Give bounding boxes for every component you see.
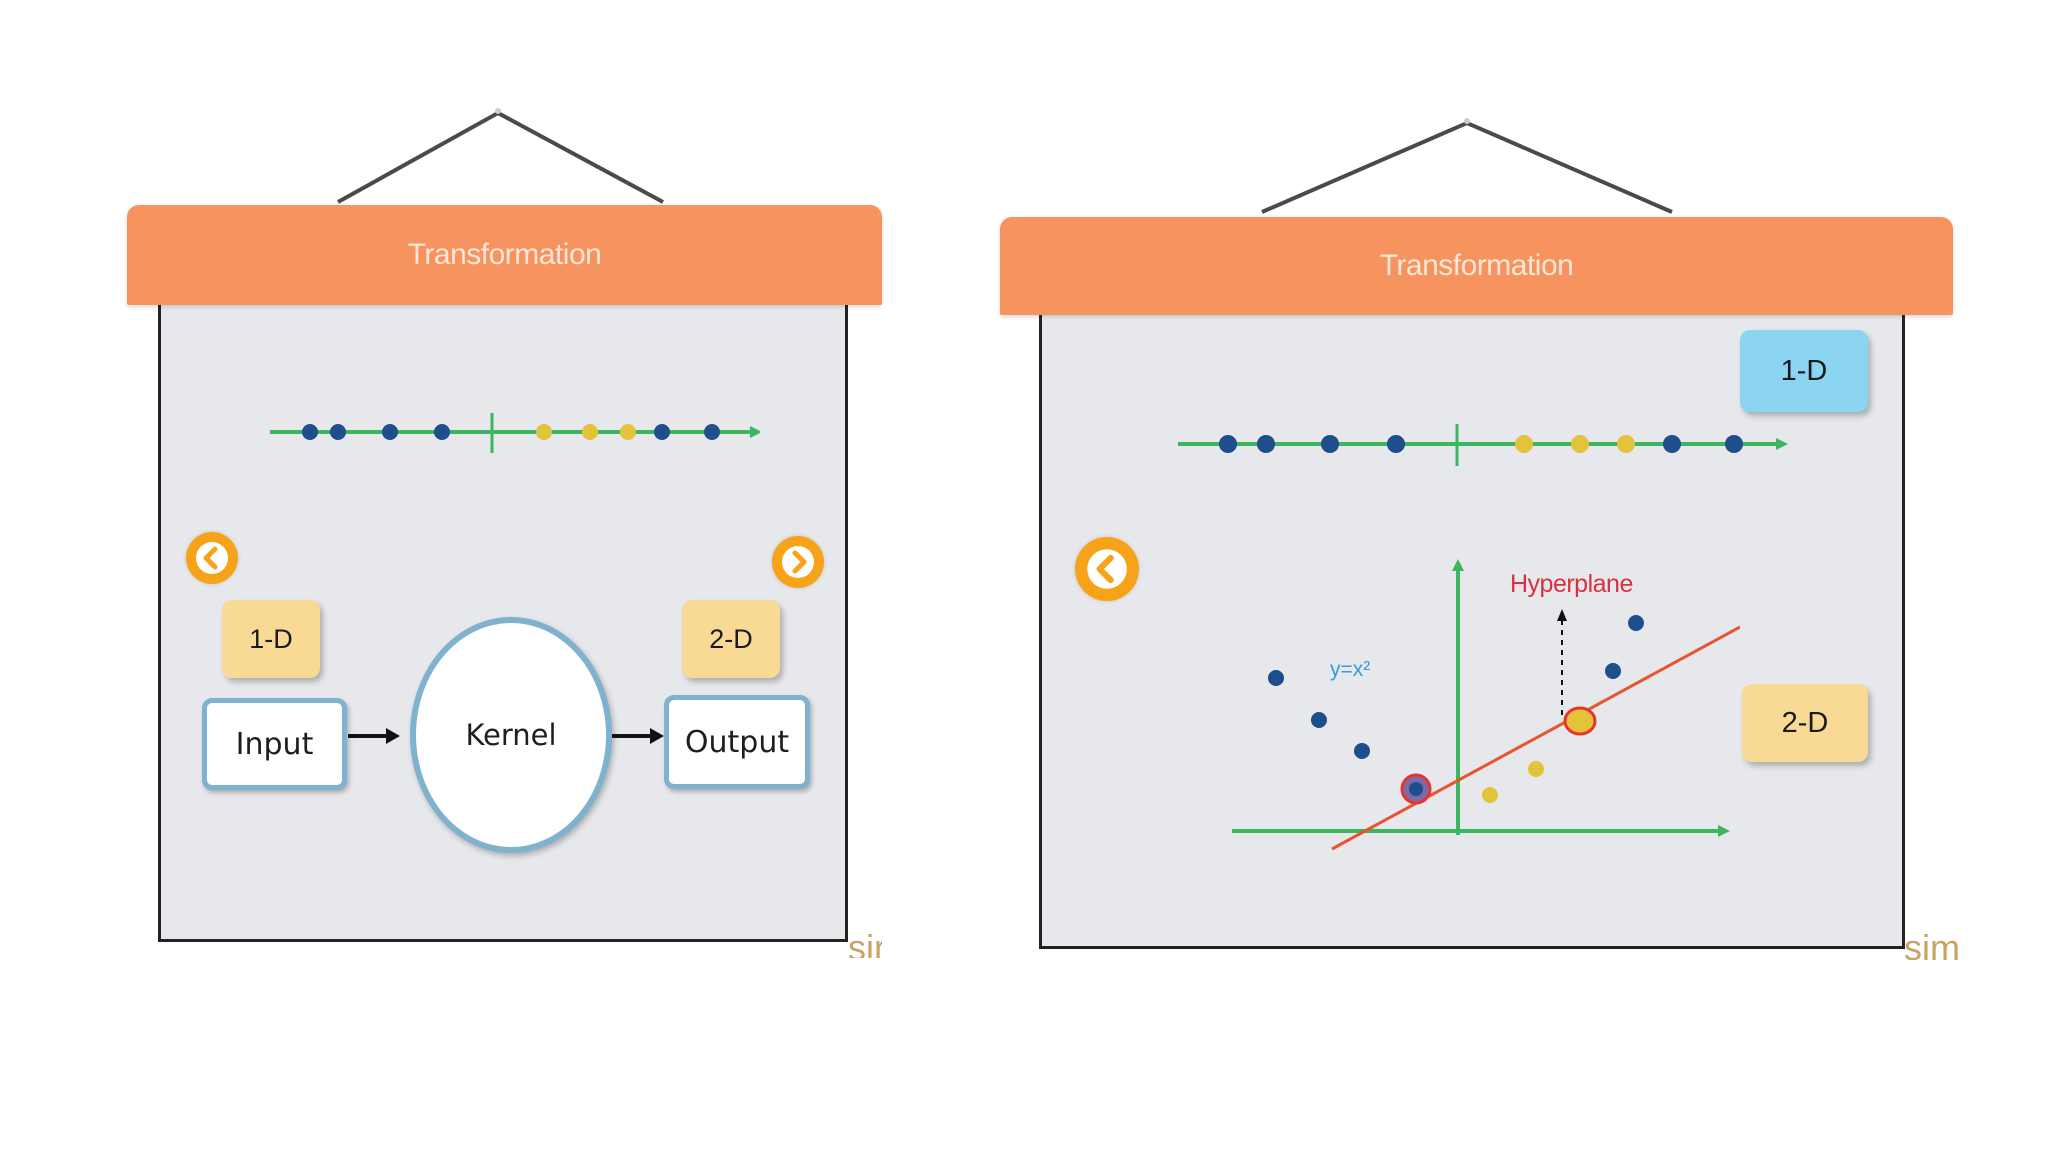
right-board (1039, 312, 1905, 949)
badge-1d-left-label: 1-D (249, 623, 293, 654)
left-prev-button[interactable] (186, 532, 238, 584)
left-next-button[interactable] (772, 536, 824, 588)
formula-label-text: y=x² (1330, 658, 1371, 681)
kernel-circle: Kernel (410, 617, 612, 853)
formula-label: y=x² (1330, 658, 1370, 682)
left-number-line (270, 413, 760, 453)
hyperplane-label: Hyperplane (1510, 570, 1633, 599)
left-corner-text-label: sir (848, 930, 882, 958)
left-title: Transformation (407, 238, 602, 271)
chevron-right-icon (782, 546, 814, 578)
output-box: Output (664, 695, 810, 789)
hyperplane-label-text: Hyperplane (1510, 570, 1633, 598)
arrow-input-kernel (348, 728, 400, 744)
right-number-line (1178, 424, 1788, 466)
right-corner-text-label: sim (1904, 930, 1960, 960)
input-box: Input (202, 698, 347, 790)
badge-1d-right: 1-D (1740, 330, 1868, 412)
output-label: Output (684, 724, 790, 760)
chevron-left-icon (196, 542, 228, 574)
badge-2d-right: 2-D (1742, 684, 1868, 762)
right-title: Transformation (1379, 249, 1574, 282)
arrow-kernel-output (612, 728, 664, 744)
badge-1d-left: 1-D (222, 600, 320, 678)
left-corner-text: sir (848, 930, 882, 958)
right-title-bar: Transformation (1000, 217, 1953, 315)
right-corner-text: sim (1904, 930, 1982, 960)
left-title-bar: Transformation (127, 205, 882, 305)
badge-2d-left-label: 2-D (709, 623, 753, 654)
badge-1d-right-label: 1-D (1780, 354, 1828, 387)
badge-2d-left: 2-D (682, 600, 780, 678)
right-prev-button[interactable] (1075, 537, 1139, 601)
badge-2d-right-label: 2-D (1781, 706, 1829, 739)
kernel-label: Kernel (465, 718, 557, 752)
input-label: Input (235, 726, 314, 762)
right-2d-plot (1232, 559, 1740, 851)
chevron-left-icon (1087, 549, 1127, 589)
